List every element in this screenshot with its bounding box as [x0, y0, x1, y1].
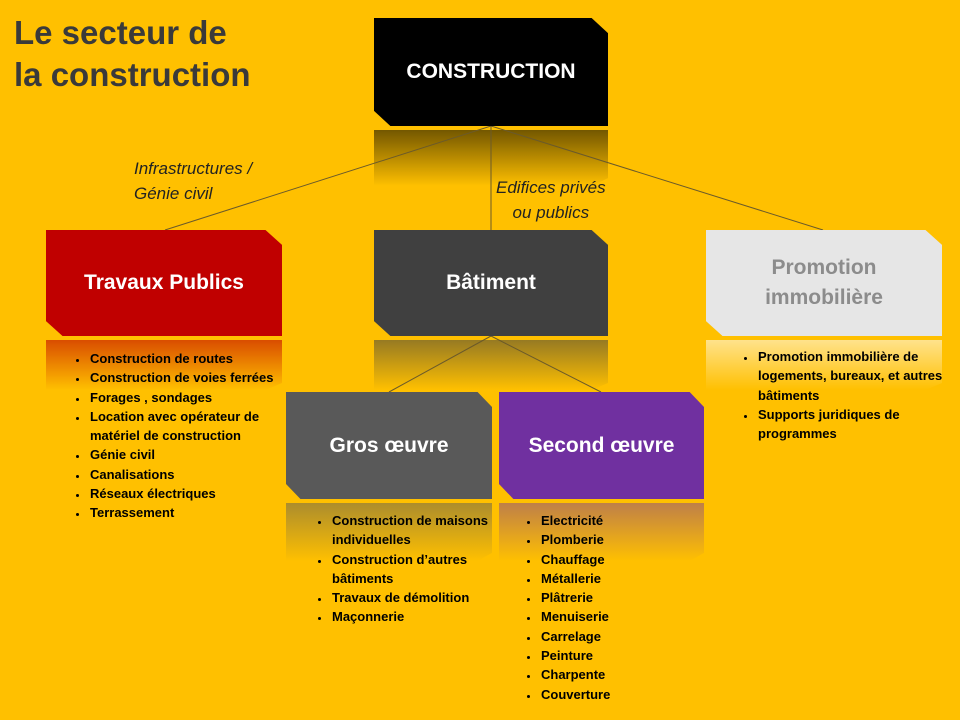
connector-gros-oeuvre: [388, 335, 492, 393]
travaux-publics-box: Travaux Publics: [46, 230, 282, 336]
infrastructures-line-1: Infrastructures /: [134, 159, 253, 178]
list-item: Electricité: [539, 511, 699, 530]
title-line-2: la construction: [14, 56, 251, 93]
promotion-list: Promotion immobilière de logements, bure…: [716, 347, 960, 443]
list-item: Travaux de démolition: [330, 588, 502, 607]
list-item: Maçonnerie: [330, 607, 502, 626]
travaux-publics-list: Construction de routes Construction de v…: [48, 349, 294, 523]
connector-second-oeuvre: [490, 335, 602, 393]
infrastructures-label: Infrastructures / Génie civil: [134, 156, 252, 206]
batiment-reflection: [374, 340, 608, 390]
list-item: Charpente: [539, 665, 699, 684]
list-item: Forages , sondages: [88, 388, 294, 407]
list-item: Couverture: [539, 685, 699, 704]
connector-travaux-publics: [164, 125, 492, 231]
list-item: Plâtrerie: [539, 588, 699, 607]
list-item: Terrassement: [88, 503, 294, 522]
list-item: Peinture: [539, 646, 699, 665]
list-item: Construction d’autres bâtiments: [330, 550, 502, 589]
construction-label: CONSTRUCTION: [406, 60, 576, 83]
construction-box: CONSTRUCTION: [374, 18, 608, 126]
gros-oeuvre-label: Gros œuvre: [329, 433, 449, 457]
gros-oeuvre-box: Gros œuvre: [286, 392, 492, 499]
list-item: Canalisations: [88, 465, 294, 484]
second-oeuvre-reflection: [499, 503, 704, 561]
list-item: Supports juridiques de programmes: [756, 405, 960, 444]
list-item: Réseaux électriques: [88, 484, 294, 503]
list-item: Promotion immobilière de logements, bure…: [756, 347, 960, 405]
second-oeuvre-label: Second œuvre: [528, 433, 675, 457]
infrastructures-line-2: Génie civil: [134, 184, 213, 203]
gros-oeuvre-list: Construction de maisons individuelles Co…: [290, 511, 502, 627]
edifices-line-2: ou publics: [512, 203, 590, 222]
second-oeuvre-list: Electricité Plomberie Chauffage Métaller…: [499, 511, 699, 704]
list-item: Génie civil: [88, 445, 294, 464]
promotion-reflection: [706, 340, 942, 390]
list-item: Construction de routes: [88, 349, 294, 368]
batiment-label: Bâtiment: [446, 271, 536, 294]
travaux-publics-label: Travaux Publics: [84, 271, 244, 294]
promotion-label: Promotion immobilière: [765, 256, 883, 309]
list-item: Carrelage: [539, 627, 699, 646]
list-item: Construction de maisons individuelles: [330, 511, 502, 550]
list-item: Location avec opérateur de matériel de c…: [88, 407, 294, 446]
gros-oeuvre-reflection: [286, 503, 492, 561]
list-item: Construction de voies ferrées: [88, 368, 294, 387]
second-oeuvre-box: Second œuvre: [499, 392, 704, 499]
list-item: Plomberie: [539, 530, 699, 549]
list-item: Métallerie: [539, 569, 699, 588]
connector-promotion: [490, 125, 824, 231]
list-item: Chauffage: [539, 550, 699, 569]
batiment-box: Bâtiment: [374, 230, 608, 336]
edifices-label: Edifices privés ou publics: [496, 175, 606, 225]
page-title: Le secteur de la construction: [14, 12, 251, 96]
travaux-publics-reflection: [46, 340, 282, 390]
list-item: Menuiserie: [539, 607, 699, 626]
edifices-line-1: Edifices privés: [496, 178, 606, 197]
title-line-1: Le secteur de: [14, 14, 227, 51]
promotion-box: Promotion immobilière: [706, 230, 942, 336]
